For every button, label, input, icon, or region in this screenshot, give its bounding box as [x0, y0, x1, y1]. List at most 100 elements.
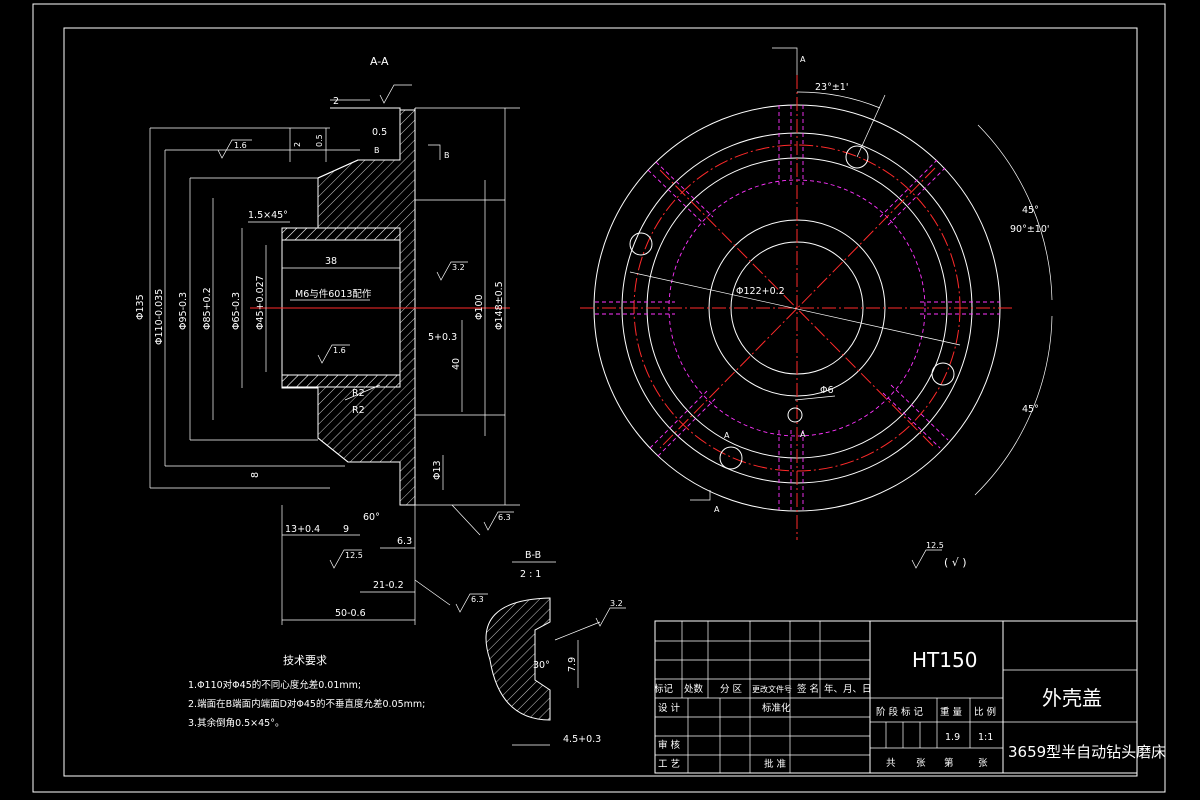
dim-d135: Φ135	[135, 294, 146, 320]
tb-label-process: 工 艺	[658, 759, 680, 770]
dim-w05: 0.5	[372, 127, 387, 138]
roughness-a: 1.6	[234, 141, 247, 150]
profile-outline	[281, 107, 401, 505]
roughness-general-value: 12.5	[926, 541, 944, 550]
tb-sheet-no: 第	[944, 757, 954, 769]
dim-line-d122	[629, 271, 961, 346]
dim-v05: 0.5	[315, 134, 324, 147]
dim-ang90: 90°±10'	[1010, 224, 1050, 235]
leader-r2	[344, 384, 381, 401]
detail-leader	[554, 621, 601, 641]
roughness-b: 1.6	[333, 346, 346, 355]
tb-label-ratio: 比 例	[974, 706, 996, 718]
dim-d13: Φ13	[432, 460, 443, 480]
dim-ang45a: 45°	[1022, 205, 1039, 216]
ref-line-23	[856, 94, 886, 158]
section-arrow-a-bottom	[690, 490, 711, 501]
dim-d95: Φ95-0.3	[178, 292, 189, 330]
detail-bb-title: B-B	[525, 550, 541, 561]
tb-material: HT150	[912, 648, 977, 672]
dim-ang23: 23°±1'	[815, 82, 848, 93]
radial-slots	[595, 105, 1000, 510]
dim-len38: 38	[325, 256, 337, 267]
dim-h79: 7.9	[567, 657, 578, 672]
roughness-general: 12.5 ( √ )	[911, 541, 967, 569]
section-arrow-b	[428, 144, 441, 160]
inner-frame	[63, 27, 1138, 777]
tb-label-weight: 重 量	[940, 706, 963, 718]
tb-sheets-unit: 张	[916, 758, 926, 769]
dim-chamfer: 1.5×45°	[248, 210, 288, 221]
roughness-e: 12.5	[345, 551, 363, 560]
tb-ratio-value: 1:1	[978, 732, 993, 743]
tech-heading: 技术要求	[283, 654, 327, 667]
arc-ang45	[974, 315, 1053, 496]
dim-r2b: R2	[352, 405, 365, 416]
dim-l9: 9	[343, 524, 349, 535]
section-view-aa: A-A Φ135 Φ110-0.035 Φ95	[135, 55, 520, 625]
dim-l21: 21-0.2	[373, 580, 404, 591]
roughness-c: 3.2	[452, 263, 465, 272]
tb-label-sign: 签 名	[797, 683, 819, 695]
arc-ang90	[977, 124, 1053, 301]
section-mark-a-top: A	[800, 55, 806, 64]
hatch-upper	[281, 109, 416, 309]
dim-w2: 2	[333, 96, 339, 107]
dim-d148: Φ148±0.5	[494, 281, 505, 330]
note-m6: M6与件6013配作	[295, 288, 372, 300]
dim-ang60: 60°	[363, 512, 380, 523]
dim-d6: Φ6	[820, 385, 834, 396]
tb-label-standard: 标准化	[762, 702, 791, 714]
dim-l13: 13+0.4	[285, 524, 320, 535]
tb-label-count: 处数	[684, 683, 704, 695]
detail-roughness-symbol	[595, 607, 626, 627]
roughness-f: 6.3	[471, 595, 484, 604]
dim-d5: 5+0.3	[428, 332, 457, 343]
dim-h40: 40	[451, 358, 462, 370]
detail-bb-section	[485, 597, 551, 721]
dim-r2a: R2	[352, 388, 365, 399]
detail-bb-scale: 2 : 1	[520, 569, 541, 580]
hole-small-d6	[787, 407, 803, 423]
section-aa-title: A-A	[370, 55, 389, 68]
tb-label-approve: 批 准	[764, 758, 787, 770]
tb-sheet-unit2: 张	[978, 758, 988, 769]
tb-part-name: 外壳盖	[1042, 686, 1102, 710]
detail-roughness: 3.2	[610, 599, 623, 608]
section-mark-a-mid: A	[800, 430, 806, 439]
tb-label-date: 年、月、日	[824, 683, 872, 695]
roughness-d: 6.3	[498, 513, 511, 522]
dim-d85: Φ85+0.2	[202, 287, 213, 330]
plan-view: Φ122+0.2 Φ6 23°±1' 90°±10' 45° 45° A A A…	[580, 47, 1053, 540]
hole-right	[931, 362, 955, 386]
title-block: 标记 处数 分 区 更改文件号 签 名 年、月、日 设 计 标准化 审 核 工 …	[654, 620, 1166, 774]
tb-label-zone: 分 区	[720, 684, 743, 695]
dim-ang45b: 45°	[1022, 404, 1039, 415]
tb-sheets-total: 共	[886, 758, 896, 769]
arc-ang23	[796, 91, 881, 109]
dim-d65: Φ65-0.3	[231, 292, 242, 330]
dim-d122: Φ122+0.2	[736, 286, 785, 297]
tb-weight-value: 1.9	[945, 732, 960, 743]
tech-item-3: 3.其余倒角0.5×45°。	[188, 717, 284, 729]
dim-d45: Φ45+0.027	[255, 275, 266, 330]
dim-d100: Φ100	[474, 294, 485, 320]
hatch-lower	[281, 307, 416, 506]
hole-bottom-left	[719, 446, 743, 470]
dim-v2: 2	[293, 142, 302, 147]
dim-d110: Φ110-0.035	[154, 289, 165, 345]
detail-view-bb: B-B 2 : 1 4.5+0.3 7.9 30° 3.2	[485, 550, 626, 746]
tech-item-1: 1.Φ110对Φ45的不同心度允差0.01mm;	[188, 679, 361, 691]
tech-requirements: 技术要求 1.Φ110对Φ45的不同心度允差0.01mm; 2.端面在B端面内端…	[188, 654, 425, 729]
hatch-bore-bottom	[281, 374, 401, 388]
section-mark-a-bottom: A	[714, 505, 720, 514]
tb-label-design: 设 计	[658, 702, 681, 714]
tech-item-2: 2.端面在B端面内端面D对Φ45的不垂直度允差0.05mm;	[188, 698, 425, 710]
section-mark-b-right: B	[444, 151, 450, 160]
roughness-general-suffix: ( √ )	[944, 556, 967, 569]
tb-label-mark: 标记	[654, 683, 674, 695]
section-mark-b-left: B	[374, 146, 380, 155]
leader-d6	[794, 395, 836, 401]
dim-l63: 6.3	[397, 536, 412, 547]
